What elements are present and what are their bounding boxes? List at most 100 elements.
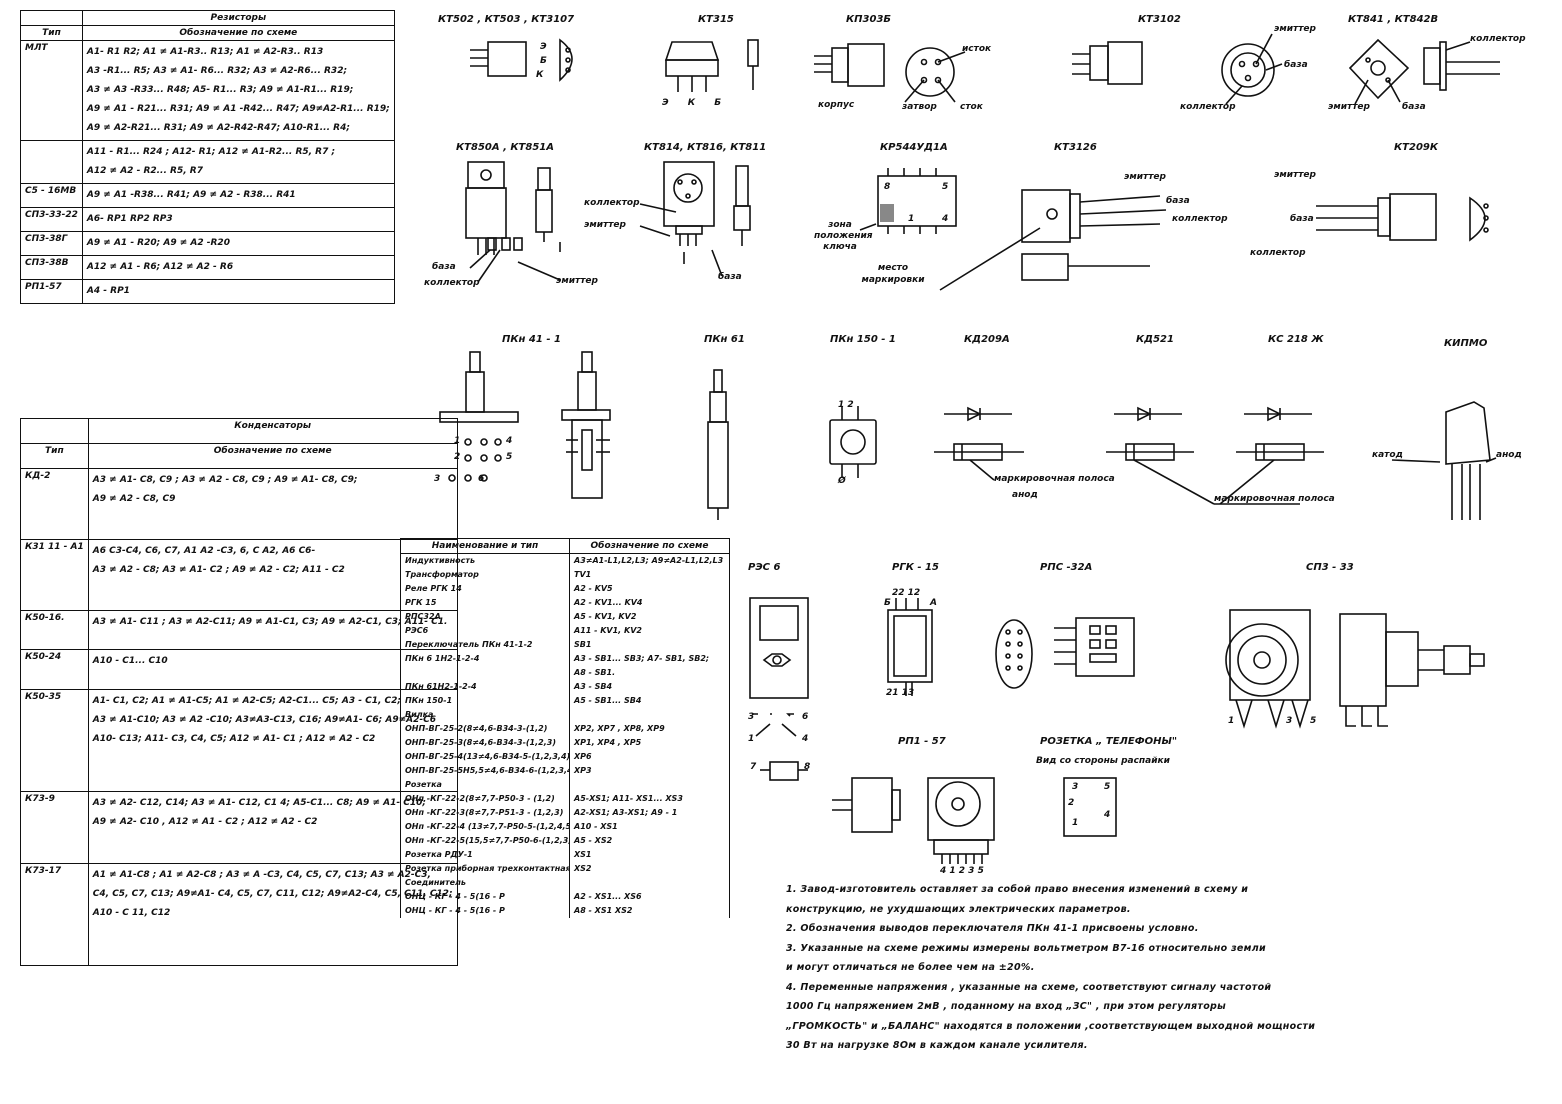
note-line: 2. Обозначения выводов переключателя ПКн… [786,923,1199,934]
rgk15-drawing [887,598,933,696]
resistor-type-cell: СП3-33-22 [20,207,83,232]
pkn41-pin3: 3 [434,474,441,484]
kt814-kollektor-label: коллектор [584,198,640,208]
res6-pin3: 3 [748,712,755,722]
pin-b-label: Б [540,56,547,66]
capacitor-designation-line: А3 ≠ А1- С8, С9 ; А3 ≠ А2 - С8, С9 ; А9 … [92,474,358,485]
resistor-designation-line: А12 ≠ А1 - R6; А12 ≠ А2 - R6 [86,262,234,272]
resistor-designation-line: А9 ≠ А1 - R21... R31; А9 ≠ А1 -R42... R4… [86,104,390,114]
kt3126-label: КТ3126 [1054,142,1097,153]
component-row: А8 - SB1. [400,666,730,680]
component-designation-cell: А3≠А1-L1,L2,L3; А9≠А2-L1,L2,L3 [569,553,730,568]
diode-marking-label: маркировочная полоса [1214,494,1335,504]
res6-pin7: 7 [750,762,757,772]
capacitor-designation-cell: А6 С3-С4, С6, С7, А1 А2 -С3, 6, С А2, А6… [87,538,458,611]
component-designation-cell: XP2, XP7 , XP8, XP9 [569,722,730,736]
capacitor-type-cell: К50-35 [20,688,89,793]
note-line: 1. Завод-изготовитель оставляет за собой… [786,884,1249,895]
res6-pin6: 6 [802,712,809,722]
component-row: ОНп -КГ-22-4 (13≠7,7-Р50-5-(1,2,4,5)А10 … [400,820,730,834]
pkn150-drawing [829,406,877,478]
capacitor-type-cell: К50-16. [20,609,89,651]
resistor-designation-cell: А11 - R1... R24 ; А12- R1; А12 ≠ А1-R2..… [81,140,395,184]
resistor-type-cell [20,140,83,184]
kt502-label: КТ502 , КТ503 , КТ3107 [438,14,575,25]
capacitor-designation-cell: А3 ≠ А2- С12, С14; А3 ≠ А1- С12, С1 4; А… [87,791,458,864]
component-designation-cell: SB1 [569,638,730,652]
capacitor-designation-cell: А3 ≠ А1- С11 ; А3 ≠ А2-С11; А9 ≠ А1-С1, … [87,609,458,651]
component-row: ОНп -КГ-22-5(15,5≠7,7-Р50-6-(1,2,3,4,5)А… [400,834,730,848]
kt315-label: КТ315 [698,14,734,25]
kr544-pin5: 5 [942,182,949,192]
rozetka-pin1: 1 [1072,818,1079,828]
resistor-designation-line: А9 ≠ А2-R21... R31; А9 ≠ А2-R42-R47; А10… [86,123,350,133]
resistor-designation-line: А6- RP1 RP2 RP3 [86,214,173,224]
resistor-designation-cell: А4 - RP1 [81,279,395,304]
kt814-label: КТ814, КТ816, КТ811 [644,142,767,153]
pkn41-drawing [439,351,611,499]
capacitor-designation-line: А10 - С 11, С12 [92,907,171,918]
mesto-label: место маркировки [861,263,925,285]
rp157-pins: 4 1 2 3 5 [940,866,984,876]
sp333-pin1: 1 [1228,716,1235,726]
note-line: и могут отличаться не более чем на ±20%. [786,962,1035,973]
resistor-designation-line: А9 ≠ А1 - R20; А9 ≠ А2 -R20 [86,238,230,248]
res6-pin1: 1 [748,734,755,744]
kt3102-baza-label: база [1284,60,1308,70]
resistor-designation-cell: А1- R1 R2; А1 ≠ А1-R3.. R13; А1 ≠ А2-R3.… [81,40,395,141]
resistor-designation-line: А4 - RP1 [86,286,130,296]
kt3126-kollektor-label: коллектор [1172,214,1228,224]
kt814-baza-label: база [718,272,742,282]
pkn61-drawing [707,369,729,520]
katod-label: катод [1372,450,1403,460]
rozetka-pin3: 3 [1072,782,1079,792]
rozetka-drawing [1063,777,1117,837]
sp333-pin3: 3 [1286,716,1293,726]
kt3102-label: КТ3102 [1138,14,1181,25]
kt842-drawing [1348,38,1500,105]
kt850-drawing [465,161,561,283]
kt850-baza-label: база [432,262,456,272]
kt850-kollektor-label: коллектор [424,278,480,288]
res6-label: РЭС 6 [748,562,781,573]
kt3102-drawing [1072,33,1283,105]
component-row: ОНП-ВГ-25-3(8≠4,6-В34-3-(1,2,3)XP1, XP4 … [400,736,730,750]
rp157-drawing [832,777,995,864]
resistor-row: А11 - R1... R24 ; А12- R1; А12 ≠ А1-R2..… [20,140,395,184]
rgk15-bottom-pins: 21 13 [886,688,915,698]
kr544-pin1: 1 [908,214,915,224]
kt842-kollektor-label: коллектор [1470,34,1526,44]
component-designation-cell: А11 - KV1, KV2 [569,624,730,638]
resistor-designation-line: А1- R1 R2; А1 ≠ А1-R3.. R13; А1 ≠ А2-R3.… [86,47,324,57]
component-row: ОНП-ВГ-25-4(13≠4,6-В34-5-(1,2,3,4)XP6 [400,750,730,764]
capacitor-designation-cell: А1- С1, С2; А1 ≠ А1-С5; А1 ≠ А2-С5; А2-С… [87,688,458,793]
resistor-designation-line: А11 - R1... R24 ; А12- R1; А12 ≠ А1-R2..… [86,147,336,157]
pkn150-bottom: Ø [838,476,846,486]
kr544-pin8: 8 [884,182,891,192]
kt3126-emitter-label: эмиттер [1124,172,1166,182]
note-line: „ГРОМКОСТЬ" и „БАЛАНС" находятся в полож… [786,1020,1316,1032]
component-row: ОНП-ВГ-25-5Н5,5≠4,6-В34-6-(1,2,3,4,5)XP3 [400,764,730,778]
component-designation-cell: А8 - SB1. [569,666,730,680]
component-designation-cell: А5 - XS2 [569,834,730,848]
capacitor-designation-line: А6 С3-С4, С6, С7, А1 А2 -С3, 6, С А2, А6… [92,545,316,556]
kp303-label: КП303Б [846,14,892,25]
component-row: ОНп -КГ-22-3(8≠7,7-Р51-3 - (1,2,3)А2-XS1… [400,806,730,820]
pkn41-label: ПКн 41 - 1 [502,334,561,345]
component-designation-cell: XS1 [569,848,730,862]
rozetka-pin5: 5 [1104,782,1111,792]
kt850-label: КТ850А , КТ851А [456,142,554,153]
